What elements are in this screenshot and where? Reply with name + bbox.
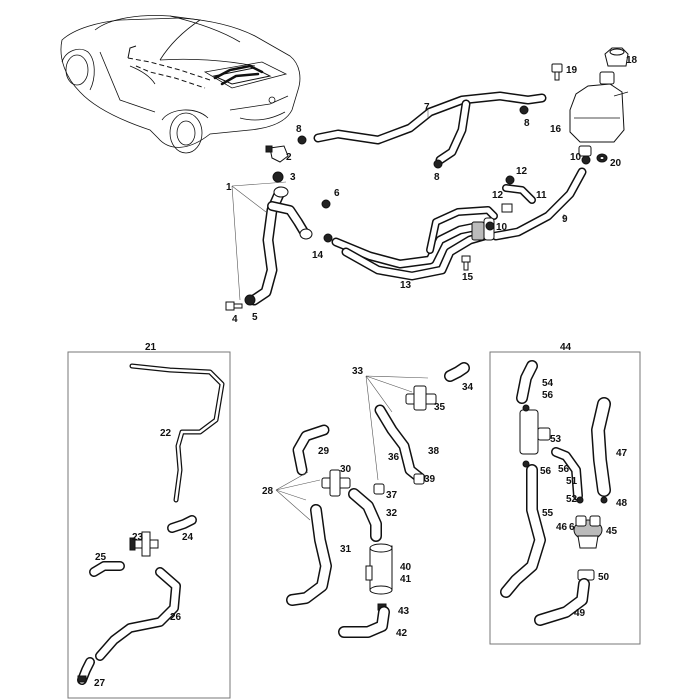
- label-part-24: 24: [182, 532, 194, 543]
- label-part-42: 42: [396, 628, 408, 639]
- label-part-49: 49: [574, 608, 586, 619]
- label-part-39: 39: [424, 474, 436, 485]
- part-number-labels: 1 2 3 4 5 6 7 8 8 8 9 10 10 11 12 12 13 …: [94, 55, 638, 689]
- label-part-51: 51: [566, 476, 578, 487]
- label-part-8-a: 8: [296, 124, 302, 135]
- label-part-9: 9: [562, 214, 568, 225]
- label-part-29: 29: [318, 446, 330, 457]
- label-part-12-a: 12: [516, 166, 528, 177]
- label-part-10-b: 10: [496, 222, 508, 233]
- label-part-4: 4: [232, 314, 238, 325]
- label-part-26: 26: [170, 612, 182, 623]
- frame-group-44: [489, 351, 641, 645]
- label-part-5: 5: [252, 312, 258, 323]
- label-part-15: 15: [462, 272, 474, 283]
- label-part-19: 19: [566, 65, 578, 76]
- label-part-47: 47: [616, 448, 628, 459]
- label-part-27: 27: [94, 678, 106, 689]
- label-part-48: 48: [616, 498, 628, 509]
- label-part-37: 37: [386, 490, 398, 501]
- label-part-10-a: 10: [570, 152, 582, 163]
- label-part-55: 55: [542, 508, 554, 519]
- car-illustration: [60, 15, 301, 154]
- label-part-6: 6: [334, 188, 340, 199]
- label-part-45: 45: [606, 526, 618, 537]
- group-28-43-parts: [275, 362, 470, 638]
- label-part-41: 41: [400, 574, 412, 585]
- label-part-21: 21: [145, 342, 157, 353]
- label-part-8-c: 8: [434, 172, 440, 183]
- hose-clamps: [244, 105, 591, 306]
- label-part-56-a: 56: [542, 390, 554, 401]
- label-part-53: 53: [550, 434, 562, 445]
- label-part-1: 1: [226, 182, 232, 193]
- label-part-34: 34: [462, 382, 474, 393]
- label-part-3: 3: [290, 172, 296, 183]
- label-part-32: 32: [386, 508, 398, 519]
- label-part-56-c: 56: [558, 464, 570, 475]
- label-part-14: 14: [312, 250, 324, 261]
- label-part-12-b: 12: [492, 190, 504, 201]
- label-part-54: 54: [542, 378, 554, 389]
- group-44-parts: [500, 360, 611, 626]
- label-part-25: 25: [95, 552, 107, 563]
- label-part-52: 52: [566, 494, 578, 505]
- label-part-30: 30: [340, 464, 352, 475]
- label-part-2: 2: [286, 152, 292, 163]
- label-part-46: 46: [556, 522, 568, 533]
- label-part-40: 40: [400, 562, 412, 573]
- label-part-7: 7: [424, 102, 430, 113]
- label-part-11: 11: [536, 190, 547, 201]
- label-part-13: 13: [400, 280, 412, 291]
- label-part-38: 38: [428, 446, 440, 457]
- label-part-8-b: 8: [524, 118, 530, 129]
- label-part-16: 16: [550, 124, 562, 135]
- label-part-44: 44: [560, 342, 572, 353]
- label-part-20: 20: [610, 158, 622, 169]
- label-part-36: 36: [388, 452, 400, 463]
- label-part-28: 28: [262, 486, 274, 497]
- label-part-6-b: 6: [569, 522, 575, 533]
- label-part-50: 50: [598, 572, 610, 583]
- label-part-31: 31: [340, 544, 352, 555]
- label-part-18: 18: [626, 55, 638, 66]
- main-cooling-assembly: [225, 47, 629, 311]
- label-part-23: 23: [132, 532, 144, 543]
- label-part-33: 33: [352, 366, 364, 377]
- frame-group-21: [67, 351, 231, 699]
- label-part-35: 35: [434, 402, 446, 413]
- label-part-56-b: 56: [540, 466, 552, 477]
- group-21-parts: [77, 363, 225, 685]
- label-part-22: 22: [160, 428, 172, 439]
- label-part-43: 43: [398, 606, 410, 617]
